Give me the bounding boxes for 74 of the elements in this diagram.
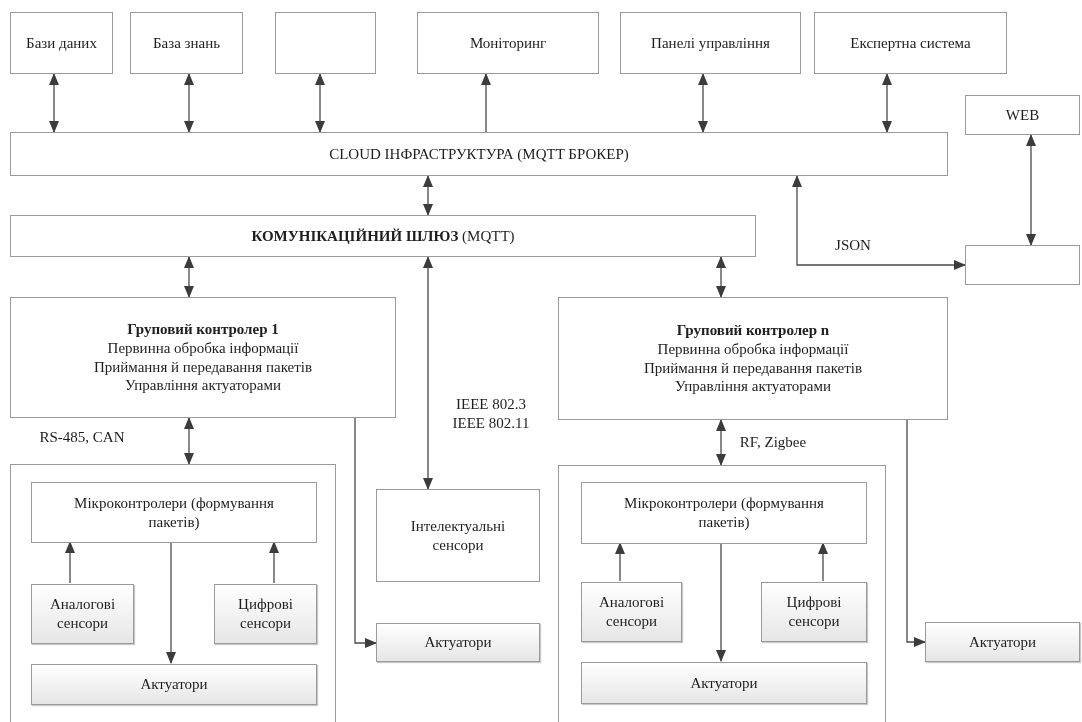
connector-arrow	[906, 419, 926, 647]
box-label: Бази даних	[26, 33, 97, 53]
system-box	[814, 12, 1007, 74]
system-box	[10, 297, 396, 418]
component-box	[31, 664, 317, 705]
connector-arrow	[315, 73, 325, 133]
system-box	[10, 215, 756, 257]
empty-box	[965, 245, 1080, 285]
system-box	[581, 482, 867, 544]
connector-arrow	[882, 73, 892, 133]
box-heading: Груповий контролер 1	[127, 320, 279, 339]
system-box	[10, 132, 948, 176]
connector-arrow	[354, 417, 377, 648]
connector-arrow	[481, 73, 491, 133]
connector-arrow	[184, 73, 194, 133]
box-label: Приймання й передавання пакетів	[643, 358, 863, 378]
component-box	[581, 662, 867, 704]
box-label: Моніторинг	[469, 33, 547, 53]
box-label: Актуатори	[424, 633, 492, 652]
connector-arrow	[698, 73, 708, 133]
box-label: Інтелектуальні сенсори	[409, 516, 507, 555]
connector-arrow	[184, 256, 194, 298]
connector-arrow	[184, 417, 194, 465]
connector-arrow	[818, 542, 828, 582]
box-label: Приймання й передавання пакетів	[93, 357, 313, 377]
connector-arrow	[615, 542, 625, 582]
box-heading: Груповий контролер n	[676, 321, 830, 340]
system-box	[376, 489, 540, 582]
box-label: Первинна обробка інформації	[107, 338, 299, 358]
box-label: Аналогові сенсори	[48, 595, 117, 633]
box-label: Актуатори	[140, 675, 208, 694]
box-label: Цифрові сенсори	[785, 593, 843, 631]
connector-arrow	[65, 541, 75, 584]
box-label: Аналогові сенсори	[597, 593, 666, 631]
box-label: Управління актуаторами	[125, 376, 281, 395]
system-box	[417, 12, 599, 74]
component-box	[925, 622, 1080, 662]
component-box	[581, 582, 682, 642]
system-box	[31, 482, 317, 543]
box-label: Первинна обробка інформації	[657, 339, 849, 359]
connector-arrow	[792, 175, 966, 270]
box-label: Експертна система	[850, 33, 971, 53]
system-box	[965, 95, 1080, 135]
system-box	[558, 297, 948, 420]
box-label: Актуатори	[690, 673, 758, 693]
group-frame	[558, 465, 886, 722]
connector-arrow	[716, 256, 726, 298]
box-label: Панелі управління	[651, 33, 770, 53]
group-frame	[10, 464, 336, 722]
box-label: Актуатори	[968, 632, 1037, 652]
box-label: Цифрові сенсори	[237, 595, 294, 633]
system-box	[130, 12, 243, 74]
connector-arrow	[423, 175, 433, 216]
box-label: WEB	[1005, 105, 1040, 125]
box-label: Управління актуаторами	[675, 377, 831, 396]
box-label: База знань	[152, 33, 221, 53]
component-box	[31, 584, 134, 644]
connector-arrow	[269, 541, 279, 584]
connector-arrow	[166, 541, 176, 664]
system-box	[10, 12, 113, 74]
box-label: Мікроконтролери (формування пакетів)	[624, 494, 824, 532]
component-box	[761, 582, 867, 642]
component-box	[214, 584, 317, 644]
empty-box	[275, 12, 376, 74]
connector-arrow	[1026, 134, 1036, 246]
connector-arrow	[716, 542, 726, 662]
box-label: Мікроконтролери (формування пакетів)	[74, 493, 274, 532]
component-box	[376, 623, 540, 662]
connector-arrow	[49, 73, 59, 133]
box-label: КОМУНІКАЦІЙНИЙ ШЛЮЗ (MQTT)	[251, 226, 515, 246]
connector-arrow	[423, 256, 433, 490]
box-label: CLOUD ІНФРАСТРУКТУРА (MQTT БРОКЕР)	[329, 144, 629, 164]
connector-arrow	[716, 419, 726, 466]
system-box	[620, 12, 801, 74]
